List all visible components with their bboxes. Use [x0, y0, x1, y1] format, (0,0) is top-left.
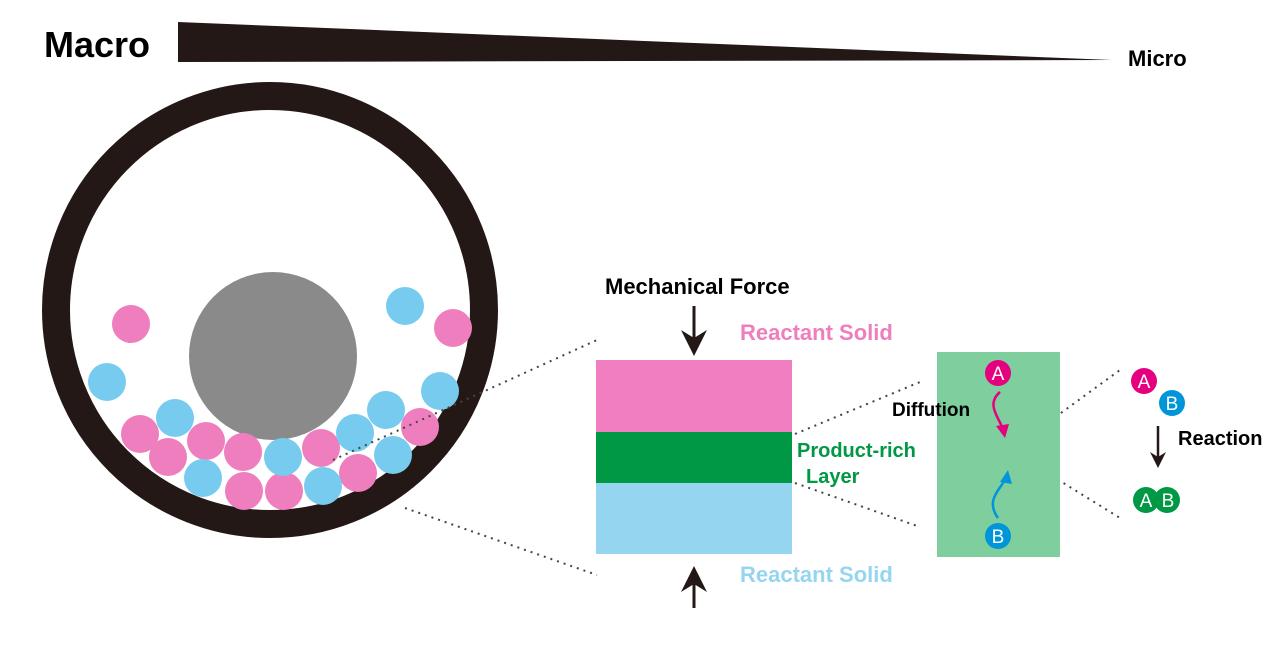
pink-particle	[112, 305, 150, 343]
product-layer	[596, 432, 792, 483]
molecule-b-diffusion	[985, 523, 1011, 549]
pink-particle	[187, 422, 225, 460]
blue-particle	[88, 363, 126, 401]
milling-ball	[189, 272, 357, 440]
mechanical-force-label: Mechanical Force	[605, 274, 790, 299]
molecule-a-diffusion-label: A	[992, 364, 1005, 385]
blue-particle	[156, 399, 194, 437]
pink-particle	[224, 433, 262, 471]
reactant-a-label: A	[1138, 372, 1151, 393]
reaction-label: Reaction	[1178, 428, 1263, 450]
pink-particle	[302, 429, 340, 467]
pink-particle	[121, 415, 159, 453]
macro-label: Macro	[44, 24, 151, 65]
pink-particle	[149, 438, 187, 476]
zoom-line	[404, 507, 598, 576]
pink-particle	[434, 309, 472, 347]
pink-particle	[265, 472, 303, 510]
pink-particle	[401, 408, 439, 446]
layer-label: Layer	[806, 466, 860, 488]
reactant-solid-top-label: Reactant Solid	[740, 320, 893, 345]
reactant-b-label: B	[1166, 394, 1179, 415]
blue-particle	[367, 391, 405, 429]
milling-jar	[42, 82, 498, 538]
diffusion-arrowhead-b	[1000, 470, 1012, 484]
product-rich-label: Product-rich	[797, 440, 916, 462]
blue-particle	[374, 436, 412, 474]
pink-particle	[225, 472, 263, 510]
blue-particle	[264, 438, 302, 476]
diffusion-label: Diffution	[892, 400, 971, 421]
molecule-b-diffusion-label: B	[992, 527, 1005, 548]
micro-label: Micro	[1128, 46, 1187, 71]
pink-particle	[339, 454, 377, 492]
blue-particle	[386, 287, 424, 325]
blue-particle	[421, 372, 459, 410]
diffusion-arrowhead-a	[996, 424, 1009, 438]
scale-wedge	[178, 22, 1112, 62]
zoom-line	[794, 482, 921, 528]
diffusion-panel	[937, 352, 1060, 557]
reactant-layer-bottom	[596, 483, 792, 554]
blue-particle	[184, 459, 222, 497]
reactant-solid-bottom-label: Reactant Solid	[740, 562, 893, 587]
reactant-b	[1159, 390, 1185, 416]
force-arrow-up	[681, 566, 707, 608]
blue-particles	[88, 287, 459, 505]
reactant-layer-top	[596, 360, 792, 432]
force-arrow-down	[681, 306, 707, 356]
pink-particles	[112, 305, 472, 510]
product-a-label: A	[1140, 491, 1153, 512]
blue-particle	[304, 467, 342, 505]
molecule-a-diffusion	[985, 360, 1011, 386]
reaction-arrow	[1150, 426, 1166, 468]
product-b	[1154, 487, 1180, 513]
reactant-a	[1131, 368, 1157, 394]
blue-particle	[336, 414, 374, 452]
product-b-label: B	[1162, 491, 1175, 512]
zoom-line	[794, 381, 921, 435]
product-a	[1133, 487, 1159, 513]
